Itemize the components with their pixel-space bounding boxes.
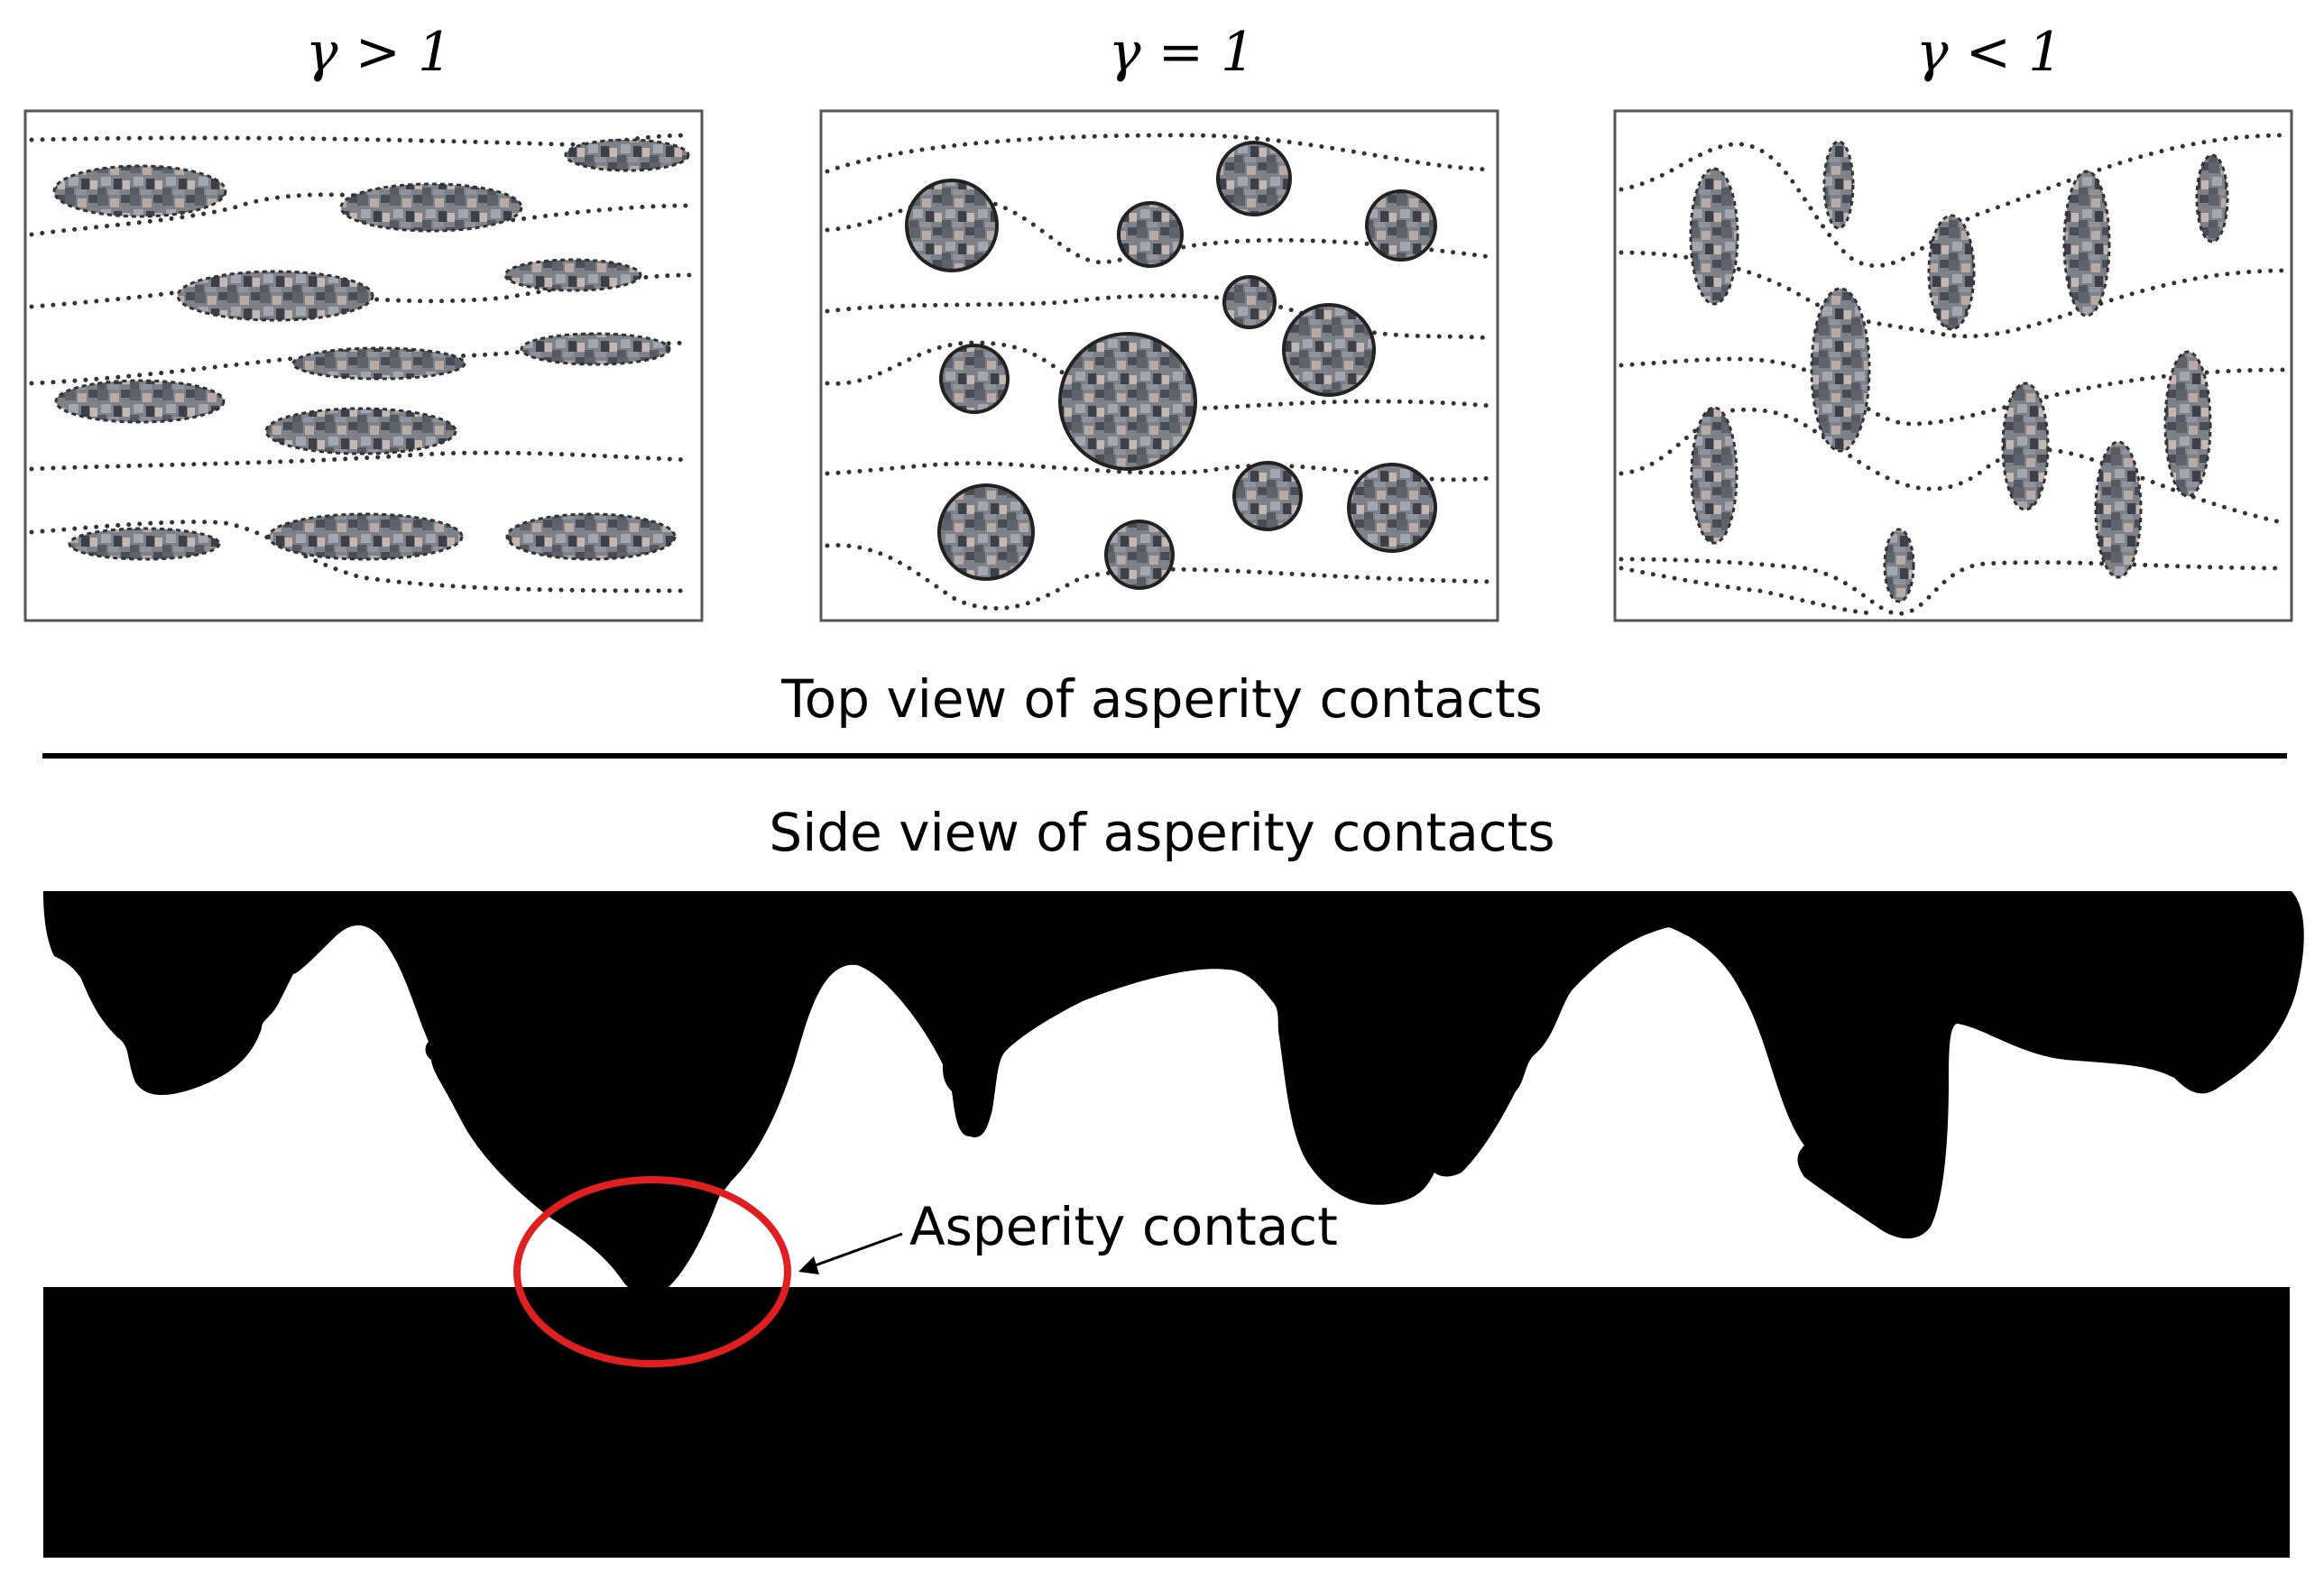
- contact-ellipses: [1689, 140, 2229, 603]
- top-view-title: Top view of asperity contacts: [781, 668, 1543, 730]
- panel-gamma-less: [1613, 109, 2293, 622]
- contact-circles: [905, 141, 1437, 590]
- asperity-highlight-circle: [513, 1176, 791, 1367]
- panel-gamma-greater: [23, 109, 704, 622]
- contact-ellipses: [52, 138, 690, 561]
- asperity-contact-label: Asperity contact: [909, 1196, 1338, 1257]
- panel-label-gamma-less: γ < 1: [1915, 21, 2063, 84]
- flat-lower-surface: [43, 1287, 2290, 1558]
- annotation-arrow: [798, 1232, 903, 1274]
- flow-lines: [1618, 133, 2288, 616]
- panel-label-gamma-equal: γ = 1: [1108, 21, 1256, 84]
- asperity-tip: [577, 1191, 722, 1296]
- panel-gamma-equal: [819, 109, 1499, 622]
- panel-label-gamma-greater: γ > 1: [305, 21, 453, 84]
- side-view-title: Side view of asperity contacts: [769, 802, 1555, 863]
- rough-upper-surface: [43, 891, 2304, 1293]
